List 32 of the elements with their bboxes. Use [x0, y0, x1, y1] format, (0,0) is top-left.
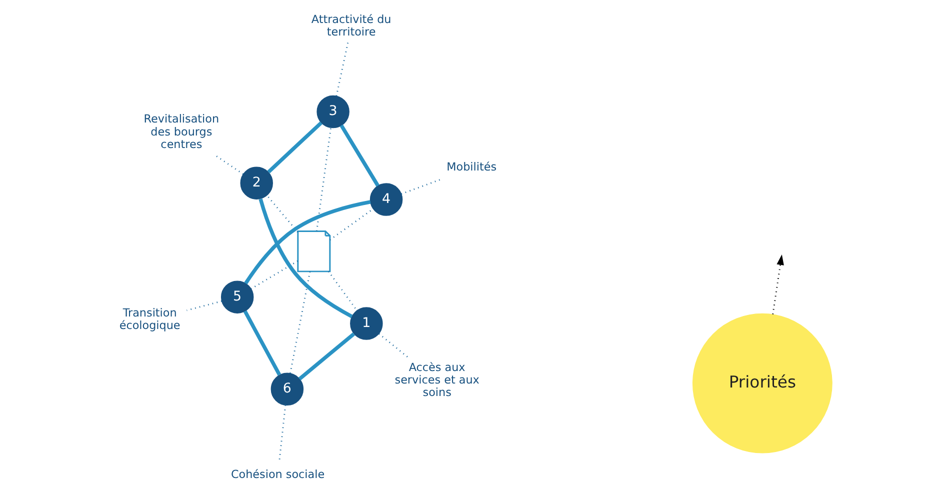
node-text: Attractivité du territoire — [310, 12, 391, 39]
connector — [315, 128, 332, 232]
connector — [339, 124, 379, 187]
connector — [327, 271, 358, 312]
node-circle: 2 — [240, 166, 272, 200]
node-circle: 3 — [316, 95, 349, 128]
node-circle: 5 — [220, 280, 254, 314]
connector — [250, 260, 298, 290]
connector — [335, 42, 348, 96]
node-circle: Priorités — [692, 313, 832, 454]
arrow — [772, 254, 784, 314]
node-text: Revitalisation des bourgs centres — [143, 112, 219, 151]
connector — [278, 405, 286, 462]
connector — [214, 154, 244, 175]
connector — [242, 310, 281, 376]
connector — [298, 332, 355, 380]
node-text: Accès aux services et aux soins — [394, 360, 479, 400]
node-text: Cohésion sociale — [230, 468, 324, 482]
connector — [266, 121, 322, 174]
node-circle: 1 — [350, 307, 382, 340]
connector — [400, 178, 440, 195]
node-circle: 6 — [270, 372, 304, 406]
connector — [378, 333, 410, 360]
connector — [329, 208, 374, 240]
node-text: Mobilités — [446, 160, 496, 174]
connector — [244, 200, 370, 284]
node-text: Transition écologique — [118, 306, 180, 332]
connector — [289, 272, 310, 374]
node-circle: 4 — [369, 183, 402, 216]
connector — [186, 300, 222, 312]
connector — [266, 194, 298, 232]
connector — [258, 198, 352, 318]
